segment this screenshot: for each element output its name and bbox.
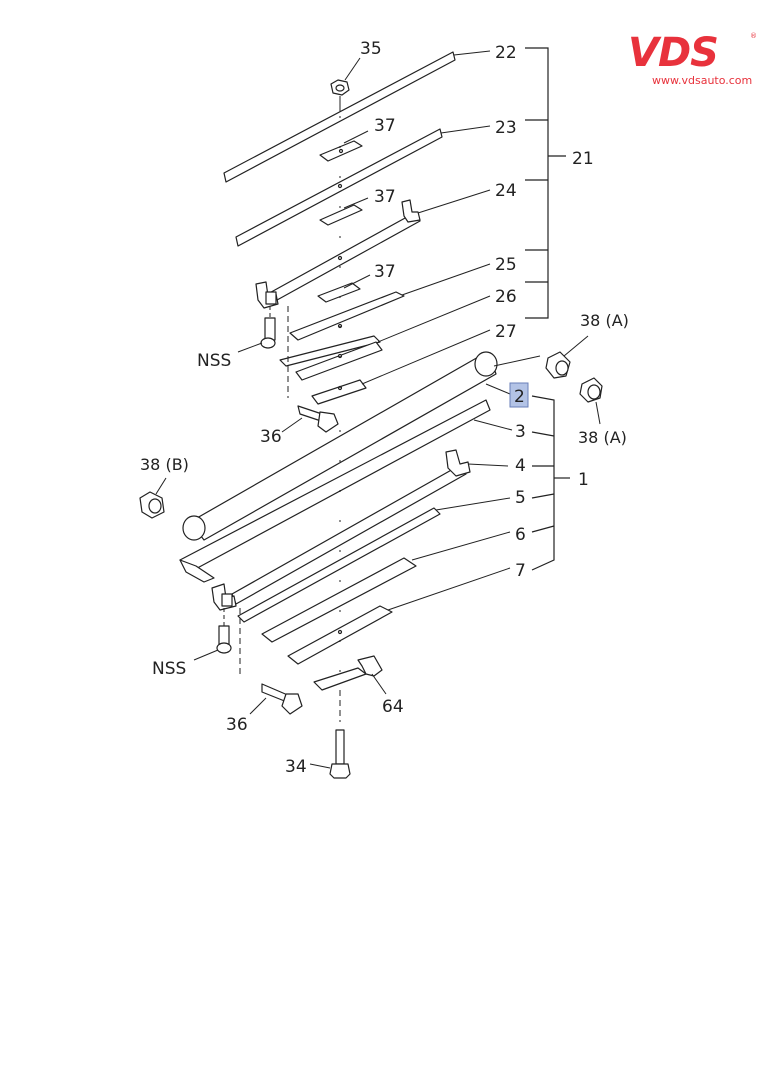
logo-registered-mark: ® xyxy=(750,32,757,40)
callout-nss-top: NSS xyxy=(197,351,231,371)
callout-1: 1 xyxy=(578,470,589,490)
callout-24: 24 xyxy=(495,181,517,201)
part-36-bolt-bottom xyxy=(239,608,303,715)
part-24-leaf xyxy=(255,189,491,309)
callout-37-c: 37 xyxy=(374,262,396,282)
callout-22: 22 xyxy=(495,43,517,63)
callout-2-highlight xyxy=(509,382,529,408)
callout-64: 64 xyxy=(382,697,404,717)
part-26-leaf xyxy=(279,295,491,381)
part-6-leaf xyxy=(261,531,511,643)
callout-25: 25 xyxy=(495,255,517,275)
nss-bolt-top xyxy=(237,306,276,353)
part-37-pad-b xyxy=(319,204,363,226)
part-37-pad-c xyxy=(317,282,361,303)
bracket-21 xyxy=(525,47,566,319)
part-25-leaf xyxy=(289,263,491,341)
part-7-leaf xyxy=(287,567,511,665)
nss-bolt-bottom xyxy=(193,608,232,661)
callout-21: 21 xyxy=(572,149,594,169)
logo-url-text: www.vdsauto.com xyxy=(652,74,752,87)
callout-26: 26 xyxy=(495,287,517,307)
part-23-leaf xyxy=(235,125,491,247)
callout-34: 34 xyxy=(285,757,307,777)
part-38a-bushing-bot xyxy=(579,377,603,425)
vds-logo: VDS ® www.vdsauto.com xyxy=(628,30,757,87)
part-38a-bushing-top xyxy=(545,335,589,379)
callout-38b: 38 (B) xyxy=(140,455,189,474)
callout-36-top: 36 xyxy=(260,427,282,447)
part-27-leaf xyxy=(311,329,491,405)
callout-38a-bot: 38 (A) xyxy=(578,428,627,447)
callout-36-bot: 36 xyxy=(226,715,248,735)
callout-5: 5 xyxy=(515,488,526,508)
part-38b-bushing xyxy=(139,477,167,519)
bracket-1 xyxy=(531,395,570,571)
part-2-main-leaf xyxy=(182,351,541,541)
callout-7: 7 xyxy=(515,561,526,581)
callout-27: 27 xyxy=(495,322,517,342)
part-3-leaf xyxy=(179,399,513,583)
part-22-leaf xyxy=(223,50,491,183)
callout-2: 2 xyxy=(514,387,525,407)
callout-3: 3 xyxy=(515,422,526,442)
callout-38a-top: 38 (A) xyxy=(580,311,629,330)
part-64-plate xyxy=(313,655,387,695)
part-35-nut xyxy=(330,57,361,117)
part-4-leaf xyxy=(211,449,509,611)
part-34-u-bolt xyxy=(309,690,351,779)
callout-4: 4 xyxy=(515,456,526,476)
part-5-leaf xyxy=(237,497,511,623)
callout-37-a: 37 xyxy=(374,116,396,136)
callout-37-b: 37 xyxy=(374,187,396,207)
callout-nss-bot: NSS xyxy=(152,659,186,679)
callout-23: 23 xyxy=(495,118,517,138)
callout-6: 6 xyxy=(515,525,526,545)
callout-35: 35 xyxy=(360,39,382,59)
part-36-bolt-top xyxy=(281,306,339,433)
logo-brand-text: VDS xyxy=(628,30,718,76)
